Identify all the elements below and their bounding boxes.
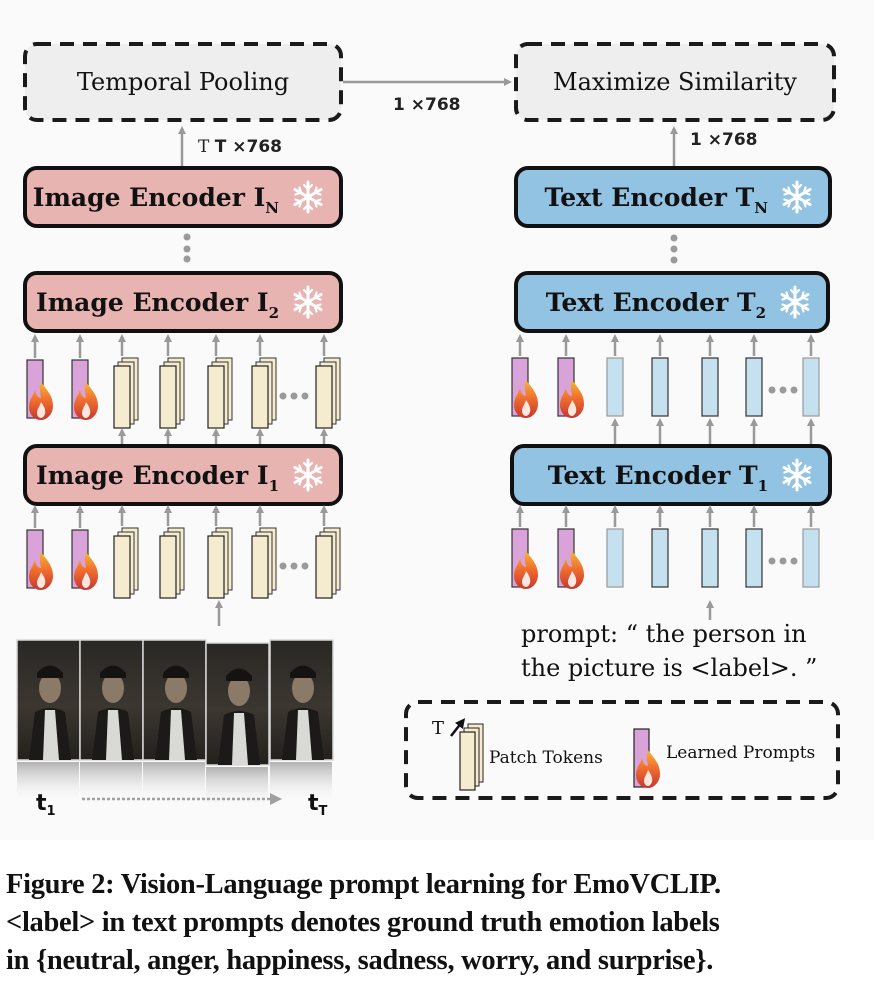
timeline-end-label: tT	[308, 791, 328, 819]
image-encoder-label: Image Encoder I2	[36, 288, 279, 322]
temporal-pooling-label: Temporal Pooling	[77, 68, 289, 96]
text-encoder-label: Text Encoder TN	[544, 183, 768, 217]
caption-line-2: <label> in text prompts denotes ground t…	[6, 907, 720, 938]
text-encoder-1: Text Encoder T1	[510, 444, 832, 506]
text-token	[606, 357, 624, 417]
video-frames	[16, 639, 334, 809]
image-token-row	[26, 505, 341, 599]
patch-token-stack	[315, 527, 341, 599]
video-frame	[142, 639, 207, 804]
timeline: t1 tT	[36, 791, 328, 819]
patch-token-stack	[159, 357, 185, 429]
text-encoder-label: Text Encoder T1	[548, 461, 768, 495]
patch-token-stack	[251, 527, 277, 599]
learned-prompt-token	[26, 359, 53, 420]
figure-caption: Figure 2: Vision-Language prompt learnin…	[6, 866, 868, 980]
legend-learned-prompt-icon	[633, 728, 660, 788]
text-token-row	[511, 334, 820, 444]
image-dim-label: T T ×768	[198, 137, 282, 157]
image-encoder-1: Image Encoder I1	[23, 444, 343, 506]
text-token	[606, 528, 624, 588]
legend-T-label: T	[432, 718, 444, 739]
timeline-start-label: t1	[36, 791, 56, 819]
patch-token-stack	[113, 527, 139, 599]
figure-area: Temporal Pooling Maximize Similarity 1 ×…	[16, 42, 840, 819]
caption-line-3: in {neutral, anger, happiness, sadness, …	[6, 945, 714, 976]
maximize-similarity-label: Maximize Similarity	[553, 68, 797, 96]
learned-prompt-token	[26, 529, 53, 590]
image-encoder-label: Image Encoder IN	[33, 183, 280, 217]
text-token	[745, 528, 763, 588]
text-token	[745, 357, 763, 417]
temporal-pooling-box: Temporal Pooling	[23, 42, 343, 122]
text-token	[802, 528, 820, 588]
text-token	[701, 528, 719, 588]
token-ellipsis	[279, 562, 309, 570]
text-encoder-label: Text Encoder T2	[546, 288, 766, 322]
text-token-row	[511, 505, 820, 589]
text-dim-label: 1 ×768	[690, 130, 757, 150]
pooling-dim-label: 1 ×768	[393, 95, 460, 115]
learned-prompt-token	[71, 359, 98, 420]
learned-prompt-token	[557, 528, 584, 589]
token-ellipsis	[768, 557, 798, 565]
video-frame	[79, 639, 144, 804]
video-frame	[205, 642, 270, 809]
text-token	[651, 528, 669, 588]
learned-prompt-token	[511, 357, 538, 418]
learned-prompt-token	[557, 357, 584, 418]
text-encoder-n: Text Encoder TN	[514, 166, 832, 228]
legend-learned-prompts-label: Learned Prompts	[666, 743, 815, 763]
text-token	[802, 357, 820, 417]
caption-line-1: Figure 2: Vision-Language prompt learnin…	[6, 869, 721, 900]
learned-prompt-token	[71, 529, 98, 590]
patch-token-stack	[113, 357, 139, 429]
image-encoder-n: Image Encoder IN	[23, 166, 343, 228]
text-token	[701, 357, 719, 417]
patch-token-stack	[315, 357, 341, 429]
token-ellipsis	[768, 386, 798, 394]
legend-patch-token-icon	[459, 723, 484, 791]
patch-token-stack	[207, 357, 233, 429]
video-frame	[269, 639, 334, 804]
prompt-line-1: prompt: “ the person in	[521, 620, 807, 648]
prompt-line-2: the picture is <label>. ”	[521, 654, 817, 682]
patch-token-stack	[251, 357, 277, 429]
image-token-row	[26, 334, 341, 444]
text-encoder-ellipsis	[670, 234, 678, 264]
legend: T Patch Tokens Learned Prompts	[404, 700, 840, 800]
text-encoder-2: Text Encoder T2	[514, 271, 830, 333]
learned-prompt-token	[511, 528, 538, 589]
maximize-similarity-box: Maximize Similarity	[514, 42, 836, 122]
image-encoder-ellipsis	[183, 233, 191, 263]
patch-token-stack	[207, 527, 233, 599]
legend-T-arrow	[450, 718, 466, 737]
diagram: Temporal Pooling Maximize Similarity 1 ×…	[16, 42, 840, 819]
text-token	[651, 357, 669, 417]
patch-token-stack	[159, 527, 185, 599]
video-frame	[16, 639, 81, 804]
image-encoder-label: Image Encoder I1	[36, 461, 279, 495]
image-encoder-2: Image Encoder I2	[23, 271, 343, 333]
token-ellipsis	[279, 392, 309, 400]
legend-patch-tokens-label: Patch Tokens	[489, 748, 603, 768]
